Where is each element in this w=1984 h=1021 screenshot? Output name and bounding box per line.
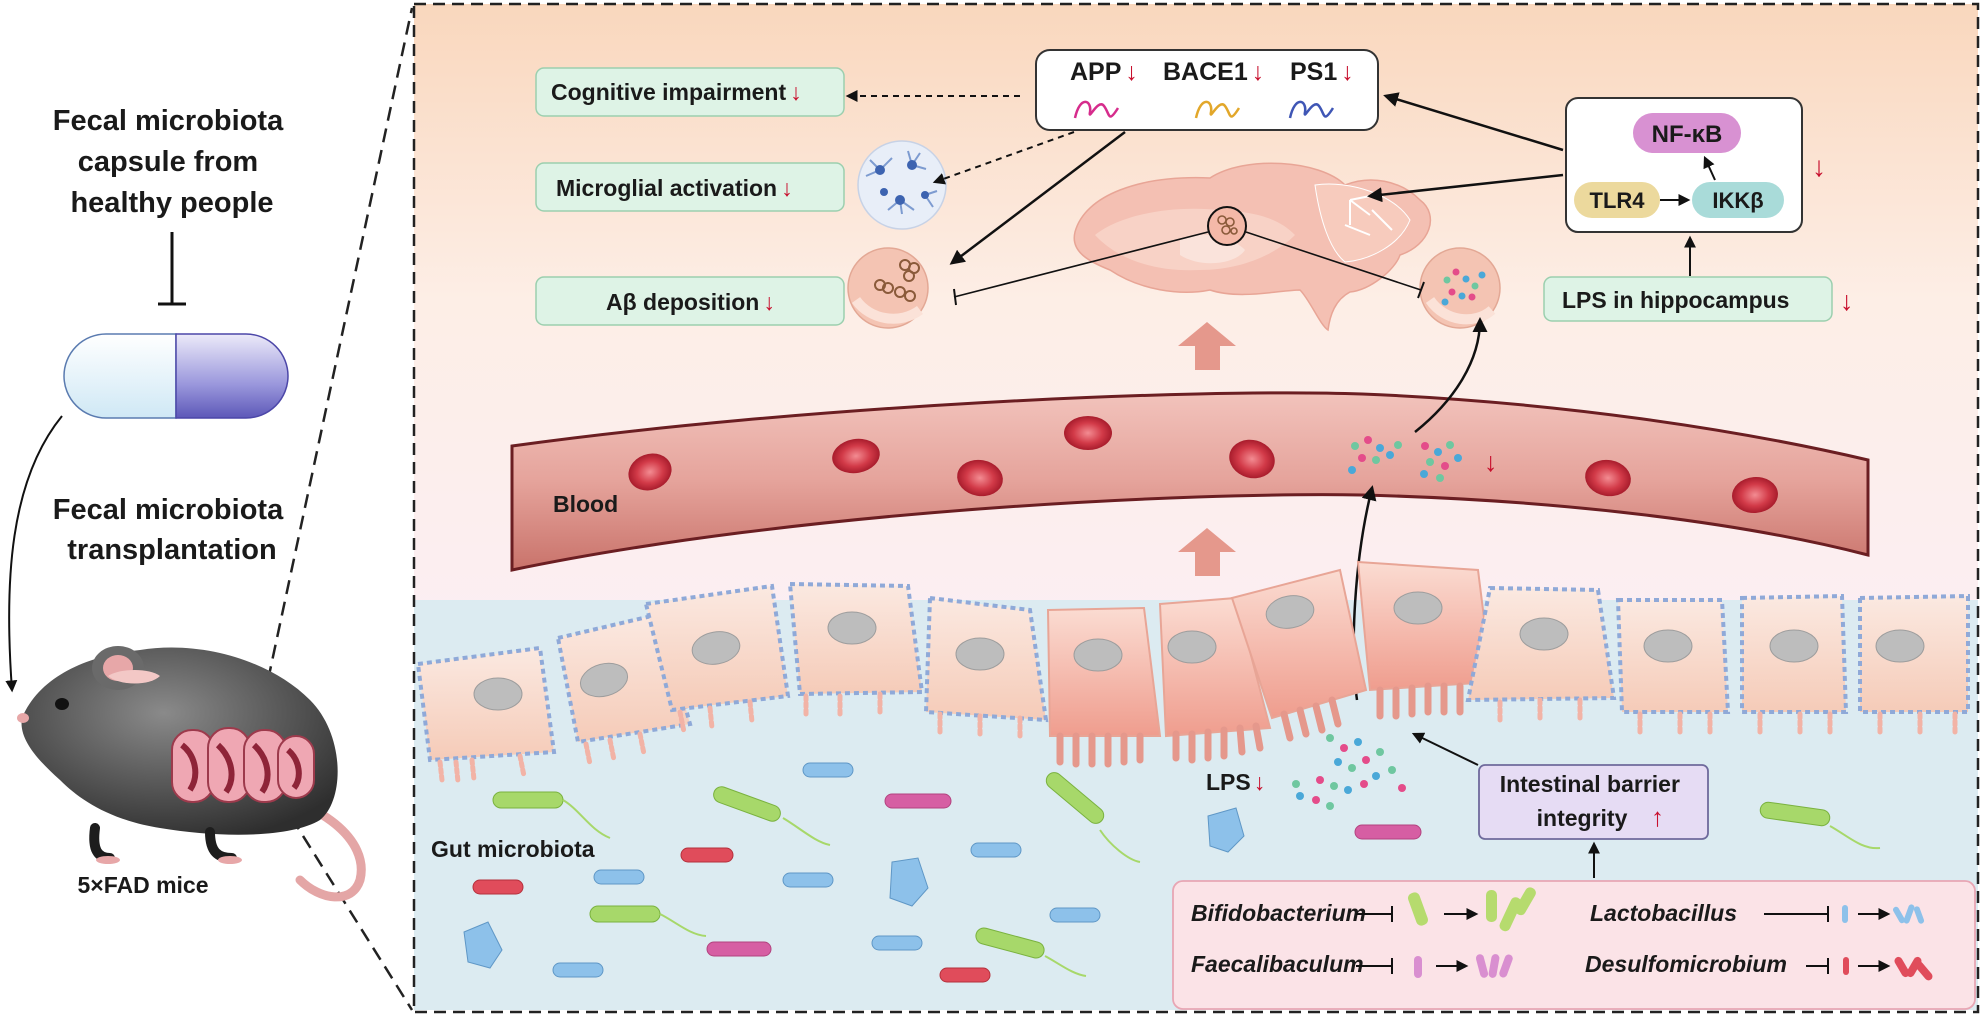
capsule-title: Fecal microbiota capsule from healthy pe… [53,105,292,219]
ikkb-badge [1692,182,1784,218]
app-down-arrow: ↓ [1125,58,1138,86]
lps-hippocampus-box [1543,276,1833,322]
gut-microbiota-label: Gut microbiota [431,836,595,862]
transplant-arrow [5,415,63,693]
gut-bacteria [463,762,1881,983]
mouse-label: 5×FAD mice [77,872,208,898]
svg-text:Microglial activation↓: Microglial activation↓ [556,175,793,201]
intestinal-barrier-label: Intestinal barrier integrity [1500,771,1687,831]
epithelial-layer [415,560,1970,785]
faecalibaculum-row: Faecalibaculum [1191,951,1513,978]
cognitive-label: Cognitive impairment [551,79,786,105]
brain-illustration [1073,162,1431,332]
cognitive-box [535,67,845,117]
svg-text:Aβ deposition↓: Aβ deposition↓ [606,289,775,315]
desulfomicrobium-label: Desulfomicrobium [1585,951,1787,977]
bace1-protein-icon [1194,100,1241,119]
zoom-line-top [266,7,414,681]
cognitive-down-arrow: ↓ [790,79,802,105]
ps1-label: PS1 [1290,58,1337,86]
microglial-box [535,162,845,212]
blood-lps-particles [1348,436,1462,482]
abeta-down-arrow: ↓ [763,289,775,315]
abeta-box [535,276,845,326]
tlr4-label: TLR4 [1590,188,1646,213]
microglial-down-arrow: ↓ [781,175,793,201]
app-protein-icon [1073,100,1120,119]
ps1-protein-icon [1288,100,1335,119]
mouse-intestine [171,727,315,803]
nfkb-label: NF-κB [1652,121,1723,148]
intestinal-barrier-up-arrow: ↑ [1651,802,1664,832]
gut-to-blood-arrow [1178,528,1236,576]
lactobacillus-row: Lactobacillus [1590,900,1925,926]
red-blood-cells [628,416,1778,514]
capsule-icon [63,333,289,419]
lps-gut-down-arrow: ↓ [1254,769,1266,795]
svg-text:Cognitive impairment↓: Cognitive impairment↓ [551,79,802,105]
intestinal-barrier-box [1478,764,1709,840]
blood-to-brain-arrow [1178,322,1236,370]
ps1-down-arrow: ↓ [1341,58,1354,86]
svg-text:APP↓: APP↓ [1070,58,1138,86]
nfkb-badge [1633,113,1741,153]
lps-gut-label: LPS↓ [1206,769,1265,795]
pathway-down-arrow: ↓ [1812,151,1826,182]
bace1-label: BACE1 [1163,58,1248,86]
tlr4-badge [1574,182,1660,218]
desulfomicrobium-row: Desulfomicrobium [1585,951,1933,981]
zoom-panel-border [412,2,1980,1014]
bace1-down-arrow: ↓ [1252,58,1265,86]
lps-hippocampus-label: LPS in hippocampus [1562,287,1789,313]
blood-vessel [510,391,1870,572]
app-label: APP [1070,58,1121,86]
svg-text:BACE1↓: BACE1↓ [1163,58,1264,86]
ikkb-label: IKKβ [1712,188,1763,213]
microglial-label: Microglial activation [556,175,777,201]
abeta-label: Aβ deposition [606,289,759,315]
abeta-deposit-icon [847,247,929,329]
blood-lps-down-arrow: ↓ [1484,447,1498,477]
hippocampus-lps-icon [1419,247,1501,329]
microglia-icon [857,140,947,230]
mouse-illustration [17,646,366,902]
transplant-title: Fecal microbiota transplantation [53,494,292,566]
bifidobacterium-label: Bifidobacterium [1191,900,1366,926]
blood-label: Blood [553,491,618,517]
lps-hippocampus-down-arrow: ↓ [1840,286,1854,316]
svg-text:PS1↓: PS1↓ [1290,58,1354,86]
bifidobacterium-row: Bifidobacterium [1191,887,1536,932]
faecalibaculum-label: Faecalibaculum [1191,951,1364,977]
lactobacillus-label: Lactobacillus [1590,900,1737,926]
gut-lps-particles [1292,734,1406,810]
